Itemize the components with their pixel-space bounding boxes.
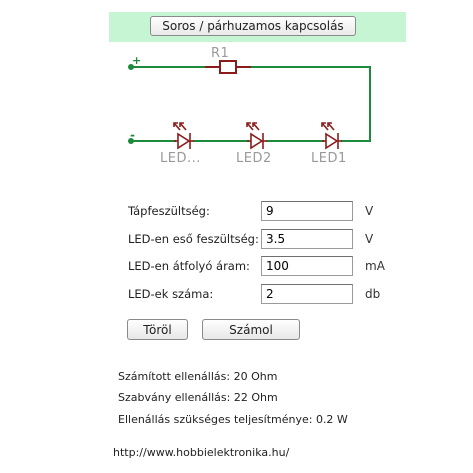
- site-url: http://www.hobbielektronika.hu/: [113, 446, 290, 459]
- led-count-label: LED-ek száma:: [128, 287, 214, 301]
- negative-terminal: [128, 138, 134, 144]
- circuit-wires: [131, 66, 371, 142]
- supply-voltage-label: Tápfeszültség:: [128, 204, 210, 218]
- led-voltage-input[interactable]: [261, 229, 353, 249]
- standard-resistance-text: Szabvány ellenállás: 22 Ohm: [118, 391, 278, 404]
- led-count-unit: db: [365, 287, 381, 301]
- supply-voltage-unit: V: [365, 204, 374, 218]
- circuit-diagram: + - R1 LED... LED2 LED1: [128, 46, 371, 166]
- led-3-symbol: [173, 122, 194, 150]
- led-3-label: LED...: [160, 151, 201, 166]
- led-current-unit: mA: [365, 259, 385, 273]
- led-2-symbol: [246, 122, 267, 150]
- required-power-text: Ellenállás szükséges teljesítménye: 0.2 …: [118, 413, 348, 426]
- led-2-label: LED2: [236, 151, 272, 166]
- led-voltage-label: LED-en eső feszültség:: [128, 232, 259, 246]
- led-count-input[interactable]: [261, 284, 353, 304]
- plus-sign: +: [132, 54, 141, 67]
- clear-button[interactable]: Töröl: [127, 319, 188, 340]
- led-current-input[interactable]: [261, 256, 353, 276]
- series-parallel-toggle-button[interactable]: Soros / párhuzamos kapcsolás: [150, 16, 356, 36]
- positive-terminal: [128, 64, 134, 70]
- resistor-label: R1: [211, 46, 229, 61]
- resistor-r1: R1: [205, 46, 251, 74]
- mode-toolbar: Soros / párhuzamos kapcsolás: [109, 12, 406, 42]
- calculate-button[interactable]: Számol: [202, 319, 300, 340]
- computed-resistance-text: Számított ellenállás: 20 Ohm: [118, 370, 278, 383]
- led-voltage-unit: V: [365, 232, 374, 246]
- led-current-label: LED-en átfolyó áram:: [128, 259, 250, 273]
- led-1-symbol: [321, 122, 342, 150]
- led-1-label: LED1: [311, 151, 347, 166]
- minus-sign: -: [130, 128, 135, 142]
- supply-voltage-input[interactable]: [261, 201, 353, 221]
